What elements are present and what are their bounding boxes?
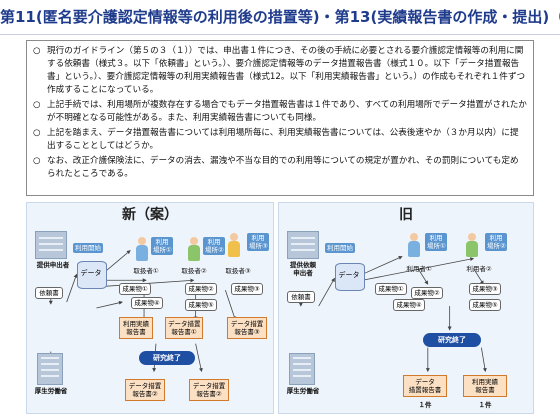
place-tag-1: 利用 場所① [425,233,447,251]
output-5: 成果物⑤ [469,299,501,311]
user-label-1: 利用者① [406,265,432,273]
note-item: ○ 上記手続では、利用場所が複数存在する場合でもデータ措置報告書は１件であり、す… [33,99,527,125]
usage-start-tag: 利用開始 [73,243,103,253]
data-label: データ [338,271,360,279]
ministry-building-icon [289,353,315,385]
page-title: 第11(匿名要介護認定情報等の利用後の措置等)・第13(実績報告書の作成・提出)… [0,0,560,35]
output-3: 成果物③ [469,283,501,295]
data-label: データ [80,269,102,277]
output-2: 成果物② [185,283,217,295]
note-text: なお、改正介護保険法に、データの消去、漏洩や不当な目的での利用等についての規定が… [47,156,519,179]
data-report-3: データ措置 報告書③ [227,317,267,339]
user-icon [465,233,479,259]
output-5: 成果物⑤ [185,299,217,311]
note-text: 上記を踏まえ、データ措置報告書については利用場所毎に、利用実績報告書については、… [47,128,519,151]
note-bullet: ○ [33,128,41,138]
handler-icon [227,233,241,259]
note-bullet: ○ [33,156,41,166]
note-item: ○ 上記を踏まえ、データ措置報告書については利用場所毎に、利用実績報告書について… [33,127,527,153]
usage-report: 利用実績 報告書 [463,375,507,397]
output-2: 成果物② [411,287,443,299]
data-report: データ 措置報告書 [403,375,447,397]
note-text: 現行のガイドライン（第５の３（１））では、申出書１件につき、その後の手続に必要と… [47,46,526,95]
data-report-2: データ措置 報告書② [125,379,165,401]
handler-label-3: 取扱者③ [225,267,251,275]
count-label-1: １件 [418,401,432,409]
place-tag-2: 利用 場所② [485,233,507,251]
new-panel-heading: 新（案） [122,207,178,223]
usage-start-tag: 利用開始 [325,243,355,253]
place-tag-1: 利用 場所① [151,237,173,255]
applicant-building-icon [35,231,67,259]
request-doc: 依頼書 [35,287,63,299]
note-item: ○ なお、改正介護保険法に、データの消去、漏洩や不当な目的での利用等についての規… [33,155,527,181]
new-flow-panel: 新（案） 利用開始 提供申出者 依頼書 データ 利用 場所① 利用 場所② [26,202,274,414]
output-4: 成果物④ [393,299,425,311]
applicant-label: 提供依頼 申出者 [290,261,316,277]
ministry-label: 厚生労働省 [34,387,68,395]
user-icon [407,233,421,259]
usage-end-pill: 研究終了 [139,351,195,365]
applicant-building-icon [287,231,319,259]
place-tag-2: 利用 場所② [203,237,225,255]
output-1: 成果物① [375,283,407,295]
data-cylinder [335,263,365,291]
note-item: ○ 現行のガイドライン（第５の３（１））では、申出書１件につき、その後の手続に必… [33,45,527,97]
request-doc: 依頼書 [287,291,315,303]
output-1: 成果物① [119,283,151,295]
note-bullet: ○ [33,46,41,56]
handler-label-2: 取扱者② [181,267,207,275]
old-panel-heading: 旧 [399,207,413,223]
ministry-label: 厚生労働省 [286,387,320,395]
data-report-1: データ措置 報告書① [165,317,203,339]
applicant-label: 提供申出者 [36,261,70,269]
output-4: 成果物④ [131,297,163,309]
note-text: 上記手続では、利用場所が複数存在する場合でもデータ措置報告書は１件であり、すべて… [47,100,527,123]
usage-report: 利用実績 報告書 [119,317,153,339]
data-cylinder [77,261,107,289]
output-3: 成果物③ [231,283,263,295]
handler-label-1: 取扱者① [133,267,159,275]
notes-box: ○ 現行のガイドライン（第５の３（１））では、申出書１件につき、その後の手続に必… [26,40,534,196]
old-flow-panel: 旧 利用開始 提供依頼 申出者 依頼書 データ 利用 場所① 利用 場所② 利用… [278,202,534,414]
count-label-2: １件 [478,401,492,409]
note-bullet: ○ [33,100,41,110]
data-report-2b: データ措置 報告書② [189,379,229,401]
handler-icon [187,237,201,263]
handler-icon [135,237,149,263]
usage-end-pill: 研究終了 [423,333,481,347]
place-tag-3: 利用 場所③ [247,233,269,251]
ministry-building-icon [37,353,63,385]
user-label-2: 利用者② [466,265,492,273]
